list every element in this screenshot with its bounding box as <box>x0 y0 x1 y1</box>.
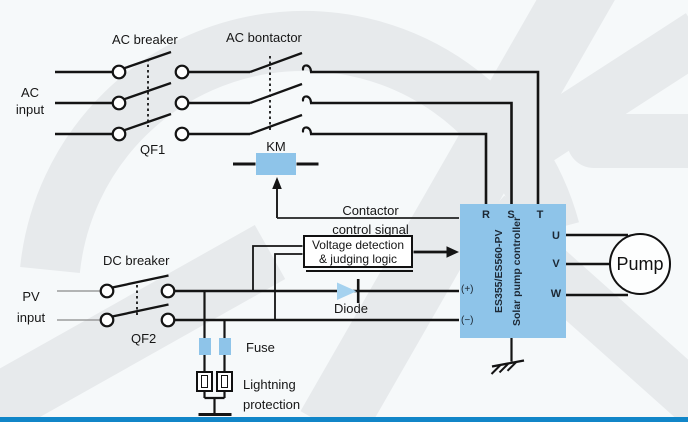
terminal-r: R <box>482 209 490 221</box>
controller-model: ES355/ES560-PV <box>493 229 505 313</box>
page-accent-bar <box>0 417 688 422</box>
label-ac-breaker: AC breaker <box>112 32 178 47</box>
arrester-right-element <box>221 375 228 388</box>
uvw-output-lines <box>566 233 628 297</box>
label-diode: Diode <box>334 301 368 316</box>
pump-label: Pump <box>616 253 664 274</box>
label-pv-input: PV input <box>16 289 46 325</box>
fuse-left <box>199 338 211 355</box>
km-coil-box <box>256 153 296 175</box>
label-qf1: QF1 <box>140 142 166 157</box>
terminal-t: T <box>536 209 544 221</box>
terminal-s: S <box>507 209 515 221</box>
voltage-box-shadow <box>306 270 413 272</box>
qf2-breaker-symbol <box>99 274 176 328</box>
voltage-box-output-arrow <box>413 246 459 258</box>
label-contactor-signal: Contactor control signal <box>332 203 409 237</box>
voltage-box-wires <box>252 245 303 319</box>
label-ac-input: AC input <box>15 85 45 117</box>
voltage-box-line1: Voltage detection <box>311 237 405 252</box>
contactor-control-signal-wire <box>272 177 459 219</box>
label-lightning-protection: Lightning protection <box>243 377 301 412</box>
terminal-w: W <box>550 288 562 300</box>
label-qf2: QF2 <box>131 331 157 346</box>
page-bottom-strip <box>0 421 688 424</box>
voltage-box-line2: & judging logic <box>318 251 398 266</box>
pv-input-lines <box>57 289 459 322</box>
arrester-left <box>196 371 213 392</box>
terminal-positive: (+) <box>461 284 474 295</box>
label-dc-breaker: DC breaker <box>103 253 170 268</box>
qf1-breaker-symbol <box>111 50 190 142</box>
label-ac-contactor: AC bontactor <box>226 30 302 45</box>
arrester-left-element <box>201 375 208 388</box>
controller-ground-symbol <box>490 338 525 375</box>
solar-pump-controller: R S T U V W (+) (−) ES355/ES560-PV Solar… <box>460 204 566 338</box>
controller-name: Solar pump controller <box>511 216 523 326</box>
rst-connection-lines <box>310 70 540 204</box>
ac-contactor-symbol <box>249 51 313 136</box>
ac-input-lines <box>55 70 250 136</box>
terminal-negative: (−) <box>461 315 474 326</box>
terminal-u: U <box>552 230 560 242</box>
voltage-detection-box: Voltage detection & judging logic <box>303 235 413 268</box>
diode-symbol <box>337 279 360 303</box>
fuse-right <box>219 338 231 355</box>
terminal-v: V <box>552 258 560 270</box>
label-fuse: Fuse <box>246 340 275 355</box>
label-km: KM <box>266 139 286 154</box>
pump-symbol: Pump <box>609 233 671 295</box>
arrester-right <box>216 371 233 392</box>
